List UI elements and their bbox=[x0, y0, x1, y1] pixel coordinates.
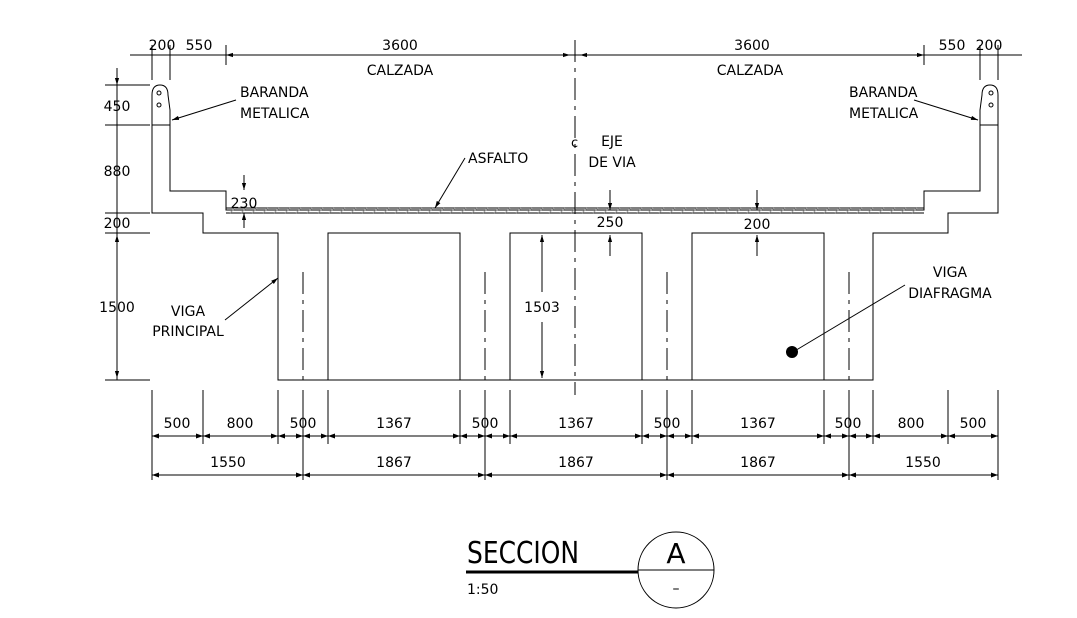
callout-axis-line2: DE VIA bbox=[588, 155, 636, 171]
dim-left-1500: 1500 bbox=[99, 300, 135, 316]
dim-bottom1-2: 800 bbox=[227, 416, 254, 432]
dim-left-880: 880 bbox=[104, 164, 131, 180]
dim-bottom1-9: 500 bbox=[835, 416, 862, 432]
section-title: SECCION bbox=[467, 536, 579, 571]
dim-bottom2-5: 1550 bbox=[905, 455, 941, 471]
dimension-ticks bbox=[152, 433, 998, 478]
dim-left-200: 200 bbox=[104, 216, 131, 232]
dim-lane-left: 3600 bbox=[382, 38, 418, 54]
dim-bottom1-6: 1367 bbox=[558, 416, 594, 432]
dim-bottom2-3: 1867 bbox=[558, 455, 594, 471]
bottom-dimension-row1 bbox=[151, 390, 999, 480]
lane-label-left: CALZADA bbox=[367, 63, 434, 79]
deck-outline bbox=[151, 124, 999, 381]
section-marker bbox=[637, 531, 715, 609]
railing-left bbox=[151, 84, 171, 125]
dim-bottom1-5: 500 bbox=[472, 416, 499, 432]
railing-right bbox=[979, 84, 999, 125]
left-dimension-line bbox=[105, 68, 150, 381]
dim-top-right-550: 550 bbox=[939, 38, 966, 54]
dim-bottom1-10: 800 bbox=[898, 416, 925, 432]
callout-main-beam-line2: PRINCIPAL bbox=[152, 324, 224, 340]
dim-bottom1-8: 1367 bbox=[740, 416, 776, 432]
callout-diaphragm-line1: VIGA bbox=[933, 265, 968, 281]
section-letter: A bbox=[666, 537, 685, 570]
dim-bottom1-1: 500 bbox=[164, 416, 191, 432]
dim-beam-1503: 1503 bbox=[524, 300, 560, 316]
section-sheet: – bbox=[673, 581, 680, 597]
diaphragm-marker-dot bbox=[786, 346, 798, 358]
deck-cell-3 bbox=[691, 232, 825, 381]
callout-railing-left-line1: BARANDA bbox=[240, 85, 309, 101]
callout-diaphragm-line2: DIAFRAGMA bbox=[908, 286, 992, 302]
beam-center-lines bbox=[302, 272, 850, 382]
callout-railing-left-line2: METALICA bbox=[240, 106, 310, 122]
dim-slab-200: 200 bbox=[744, 217, 771, 233]
dim-left-450: 450 bbox=[104, 99, 131, 115]
section-scale: 1:50 bbox=[467, 582, 498, 598]
dim-bottom2-1: 1550 bbox=[210, 455, 246, 471]
callout-main-beam-line1: VIGA bbox=[171, 304, 206, 320]
dim-slab-250: 250 bbox=[597, 215, 624, 231]
lane-label-right: CALZADA bbox=[717, 63, 784, 79]
deck-cell-2 bbox=[509, 232, 643, 381]
deck-cell-1 bbox=[327, 232, 461, 381]
callout-axis-line1: EJE bbox=[601, 134, 623, 150]
top-dimension-line bbox=[130, 45, 1022, 80]
dim-top-right-200: 200 bbox=[976, 38, 1003, 54]
dim-asphalt-230: 230 bbox=[231, 196, 258, 212]
dim-top-left-200: 200 bbox=[149, 38, 176, 54]
callout-railing-right-line1: BARANDA bbox=[849, 85, 918, 101]
dim-top-left-550: 550 bbox=[186, 38, 213, 54]
dim-lane-right: 3600 bbox=[734, 38, 770, 54]
dim-bottom2-4: 1867 bbox=[740, 455, 776, 471]
dim-bottom1-7: 500 bbox=[654, 416, 681, 432]
callout-asphalt: ASFALTO bbox=[468, 151, 528, 167]
dim-bottom1-11: 500 bbox=[960, 416, 987, 432]
dim-bottom2-2: 1867 bbox=[376, 455, 412, 471]
axis-symbol: c bbox=[571, 136, 578, 151]
callout-railing-right-line2: METALICA bbox=[849, 106, 919, 122]
dim-bottom1-4: 1367 bbox=[376, 416, 412, 432]
dim-bottom1-3: 500 bbox=[290, 416, 317, 432]
